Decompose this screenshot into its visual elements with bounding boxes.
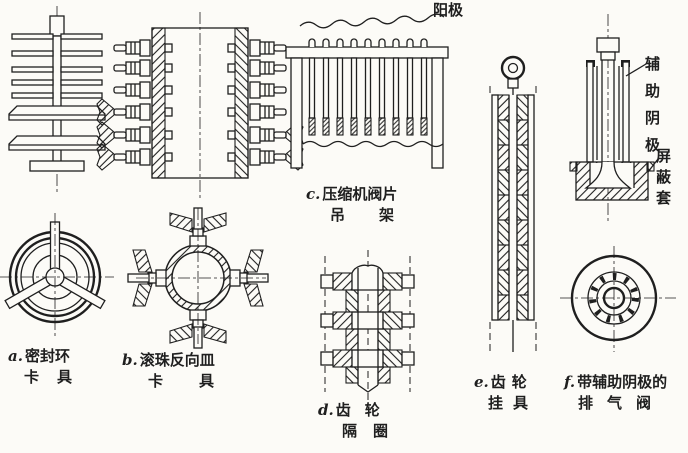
anode-label: 阳极 (433, 1, 464, 19)
caption-b: b.滚珠反向皿 卡具 (122, 351, 251, 390)
figure-d-gear-spacer-section (320, 250, 415, 400)
caption-a-line2: 卡具 (24, 368, 91, 386)
figure-f-valve-top-view (560, 246, 676, 352)
hanging-rods (308, 38, 428, 136)
caption-e: e.齿轮 挂具 (474, 373, 539, 412)
caption-d-letter: d. (318, 401, 334, 419)
shield-sleeve-label: 屏蔽套 (654, 148, 672, 211)
caption-b-line2: 卡具 (148, 372, 251, 390)
caption-d-line2: 隔圈 (342, 422, 405, 440)
caption-c: c.压缩机阀片 吊架 (306, 185, 429, 224)
caption-a-letter: a. (8, 347, 23, 365)
auxiliary-cathode-label: 辅助阴极 (643, 56, 661, 164)
caption-e-line2: 挂具 (488, 394, 539, 412)
figure-e-gear-hanger (489, 55, 537, 354)
caption-f-line2: 排气阀 (578, 394, 666, 412)
gear-stack (497, 94, 529, 321)
caption-c-line2: 吊架 (330, 206, 429, 224)
figure-c-hanging-rack (285, 13, 449, 169)
shield-sleeve-leader-line (647, 158, 659, 173)
caption-b-letter: b. (122, 351, 138, 369)
caption-f: f.带辅助阴极的 排气阀 (564, 373, 668, 412)
figure-f-valve-section (569, 14, 659, 222)
auxiliary-cathode-leader-line (625, 63, 647, 77)
figure-a-top-view (0, 213, 114, 338)
caption-f-letter: f. (564, 373, 576, 391)
figure-b-top-view (127, 207, 269, 349)
caption-a: a.密封环 卡具 (8, 347, 91, 386)
caption-d: d.齿轮 隔圈 (318, 401, 405, 440)
caption-c-letter: c. (306, 185, 321, 203)
figure-b-fixture-side-view (96, 12, 304, 198)
caption-e-letter: e. (474, 373, 489, 391)
figure-a-seal-ring-rack-side-view (8, 6, 106, 192)
